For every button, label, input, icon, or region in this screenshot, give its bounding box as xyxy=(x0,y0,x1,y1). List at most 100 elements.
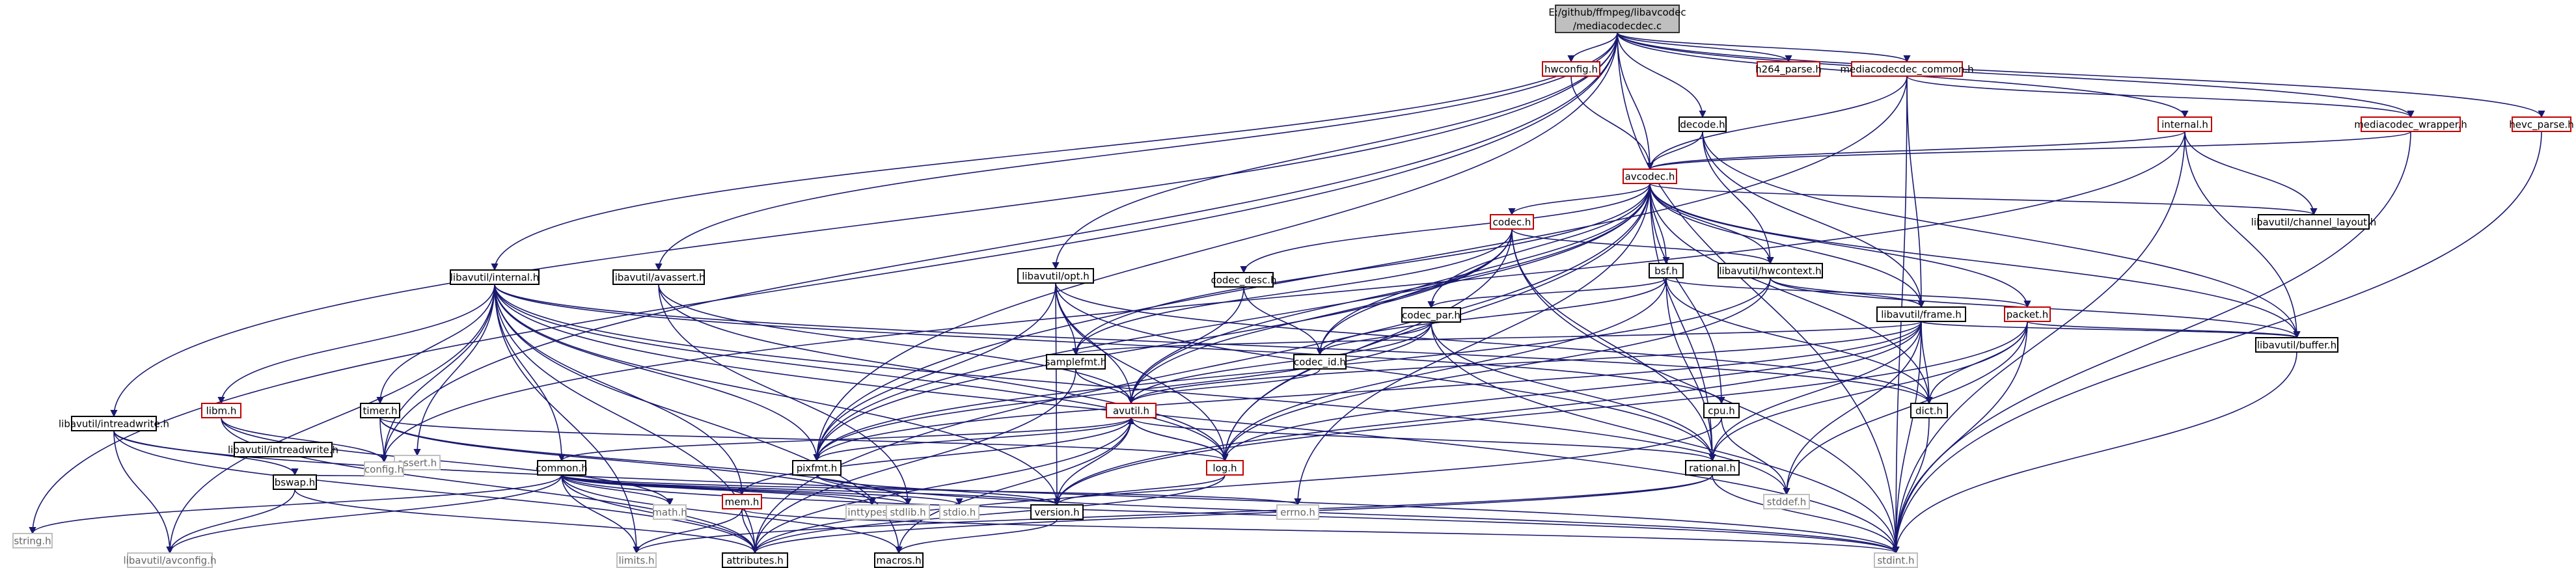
node-common[interactable]: common.h xyxy=(536,460,588,476)
node-label-assert: assert.h xyxy=(398,457,437,469)
node-label-limits: limits.h xyxy=(618,555,654,567)
node-macros[interactable]: macros.h xyxy=(874,552,924,568)
edge-mc_common-to-mc_wrapper xyxy=(1906,75,2415,118)
edge-codec-to-log xyxy=(1221,228,1513,462)
node-version[interactable]: version.h xyxy=(1030,504,1084,520)
node-label-stdio: stdio.h xyxy=(943,507,976,519)
node-codec[interactable]: codec.h xyxy=(1490,214,1534,230)
node-cpu[interactable]: cpu.h xyxy=(1703,403,1740,418)
edge-libavutil_internal-to-version xyxy=(494,284,1061,506)
node-h264-parse[interactable]: h264_parse.h xyxy=(1755,61,1822,77)
node-label-hevc-parse: hevc_parse.h xyxy=(2509,119,2574,131)
node-libavutil-internal[interactable]: libavutil/internal.h xyxy=(450,269,540,285)
node-root[interactable]: E:/github/ffmpeg/libavcodec/mediacodecde… xyxy=(1548,5,1686,33)
edge-decode-to-buffer xyxy=(1702,131,2301,339)
node-channel-layout[interactable]: libavutil/channel_layout.h xyxy=(2251,214,2377,230)
node-libm[interactable]: libm.h xyxy=(201,403,241,418)
node-bswap[interactable]: bswap.h xyxy=(273,474,317,490)
node-stddef[interactable]: stddef.h xyxy=(1763,494,1810,509)
node-label-channel-layout: libavutil/channel_layout.h xyxy=(2251,217,2377,229)
node-decode[interactable]: decode.h xyxy=(1679,116,1727,132)
node-box-opt xyxy=(1017,268,1094,284)
node-box-intreadwrite xyxy=(234,442,333,457)
node-label-macros: macros.h xyxy=(876,555,921,567)
node-limits[interactable]: limits.h xyxy=(616,552,657,568)
node-hwconfig[interactable]: hwconfig.h xyxy=(1542,61,1600,77)
node-box-config xyxy=(364,461,404,477)
node-intreadwrite[interactable]: libavutil/intreadwrite.h xyxy=(228,442,338,457)
edge-root-to-config xyxy=(380,32,1618,463)
edge-packet-to-rational xyxy=(1708,321,2028,462)
node-config[interactable]: config.h xyxy=(364,461,404,477)
node-frame[interactable]: libavutil/frame.h xyxy=(1876,306,1966,322)
edge-avassert_w-to-avconfig xyxy=(113,430,174,554)
node-label-attributes: attributes.h xyxy=(726,555,784,567)
node-avassert-w[interactable]: libavutil/intreadwrite.h xyxy=(59,416,169,431)
node-log[interactable]: log.h xyxy=(1206,460,1244,476)
node-assert[interactable]: assert.h xyxy=(394,455,441,470)
edge-avcodec-to-codec xyxy=(1508,183,1651,216)
edge-opt-to-version xyxy=(1053,282,1061,506)
node-errno[interactable]: errno.h xyxy=(1276,504,1319,520)
edge-avutil-to-common xyxy=(558,417,1132,462)
node-avutil[interactable]: avutil.h xyxy=(1106,403,1157,418)
node-buffer[interactable]: libavutil/buffer.h xyxy=(2255,337,2338,353)
node-label-codec-id: codec_id.h xyxy=(1294,357,1346,369)
edge-root-to-hevc_parse xyxy=(1617,32,2545,118)
node-box-timer xyxy=(360,403,400,418)
node-avcodec[interactable]: avcodec.h xyxy=(1623,169,1677,184)
edge-codec-to-pixfmt xyxy=(813,228,1513,462)
edge-log-to-attributes xyxy=(751,474,1226,554)
node-internal[interactable]: internal.h xyxy=(2158,116,2212,132)
node-codec-par[interactable]: codec_par.h xyxy=(1401,307,1461,323)
node-avconfig[interactable]: libavutil/avconfig.h xyxy=(124,552,217,568)
edge-packet-to-stdint xyxy=(1892,321,2028,554)
node-samplefmt[interactable]: samplefmt.h xyxy=(1045,354,1107,370)
node-box-mc-wrapper xyxy=(2361,116,2461,132)
node-hevc-parse[interactable]: hevc_parse.h xyxy=(2509,116,2574,132)
node-stdio[interactable]: stdio.h xyxy=(939,504,980,520)
edge-avcodec-to-channel_layout xyxy=(1649,183,2318,216)
node-label-libavutil-internal: libavutil/internal.h xyxy=(450,272,540,284)
node-mc-common[interactable]: mediacodecdec_common.h xyxy=(1840,61,1974,77)
node-dict[interactable]: dict.h xyxy=(1910,403,1948,418)
node-pixfmt[interactable]: pixfmt.h xyxy=(792,460,842,476)
node-stdint[interactable]: stdint.h xyxy=(1874,552,1918,568)
node-codec-id[interactable]: codec_id.h xyxy=(1293,354,1347,370)
edge-avcodec-to-avutil xyxy=(1127,183,1651,405)
node-mem[interactable]: mem.h xyxy=(722,494,762,509)
node-label-dict: dict.h xyxy=(1915,405,1943,417)
node-bsf[interactable]: bsf.h xyxy=(1649,263,1684,278)
node-stdlib[interactable]: stdlib.h xyxy=(886,504,930,520)
node-inttypes[interactable]: inttypes.h xyxy=(845,504,899,520)
node-hwcontext[interactable]: libavutil/hwcontext.h xyxy=(1718,263,1823,278)
edge-avcodec-to-attributes xyxy=(751,183,1651,554)
node-libavutil-avassert[interactable]: libavutil/avassert.h xyxy=(612,269,706,285)
node-packet[interactable]: packet.h xyxy=(2004,306,2051,322)
edge-avcodec-to-errno xyxy=(1294,183,1651,506)
node-box-stddef xyxy=(1763,494,1810,509)
node-mc-wrapper[interactable]: mediacodec_wrapper.h xyxy=(2354,116,2467,132)
node-label-cpu: cpu.h xyxy=(1708,405,1735,417)
edge-version-to-macros xyxy=(895,519,1058,554)
node-opt[interactable]: libavutil/opt.h xyxy=(1017,268,1094,284)
node-label-stdlib: stdlib.h xyxy=(890,507,925,519)
edge-libavutil_avassert-to-avutil xyxy=(658,284,1135,405)
edge-codec-to-stdint xyxy=(1511,228,1900,554)
node-box-mc-common xyxy=(1851,61,1963,77)
node-string[interactable]: string.h xyxy=(12,533,53,548)
edge-packet-to-version xyxy=(1053,321,2028,506)
edge-root-to-opt xyxy=(1052,32,1618,270)
node-attributes[interactable]: attributes.h xyxy=(722,552,788,568)
node-codec-desc[interactable]: codec_desc.h xyxy=(1211,272,1277,288)
node-label-avcodec: avcodec.h xyxy=(1625,171,1675,183)
node-box-h264-parse xyxy=(1757,61,1820,77)
node-math[interactable]: math.h xyxy=(652,504,687,520)
node-box-channel-layout xyxy=(2258,214,2370,230)
node-box-internal xyxy=(2158,116,2212,132)
edge-common-to-string xyxy=(29,474,562,535)
node-timer[interactable]: timer.h xyxy=(360,403,400,418)
node-box-pixfmt xyxy=(792,460,842,476)
edge-common-to-math xyxy=(561,474,674,506)
node-rational[interactable]: rational.h xyxy=(1685,460,1740,476)
